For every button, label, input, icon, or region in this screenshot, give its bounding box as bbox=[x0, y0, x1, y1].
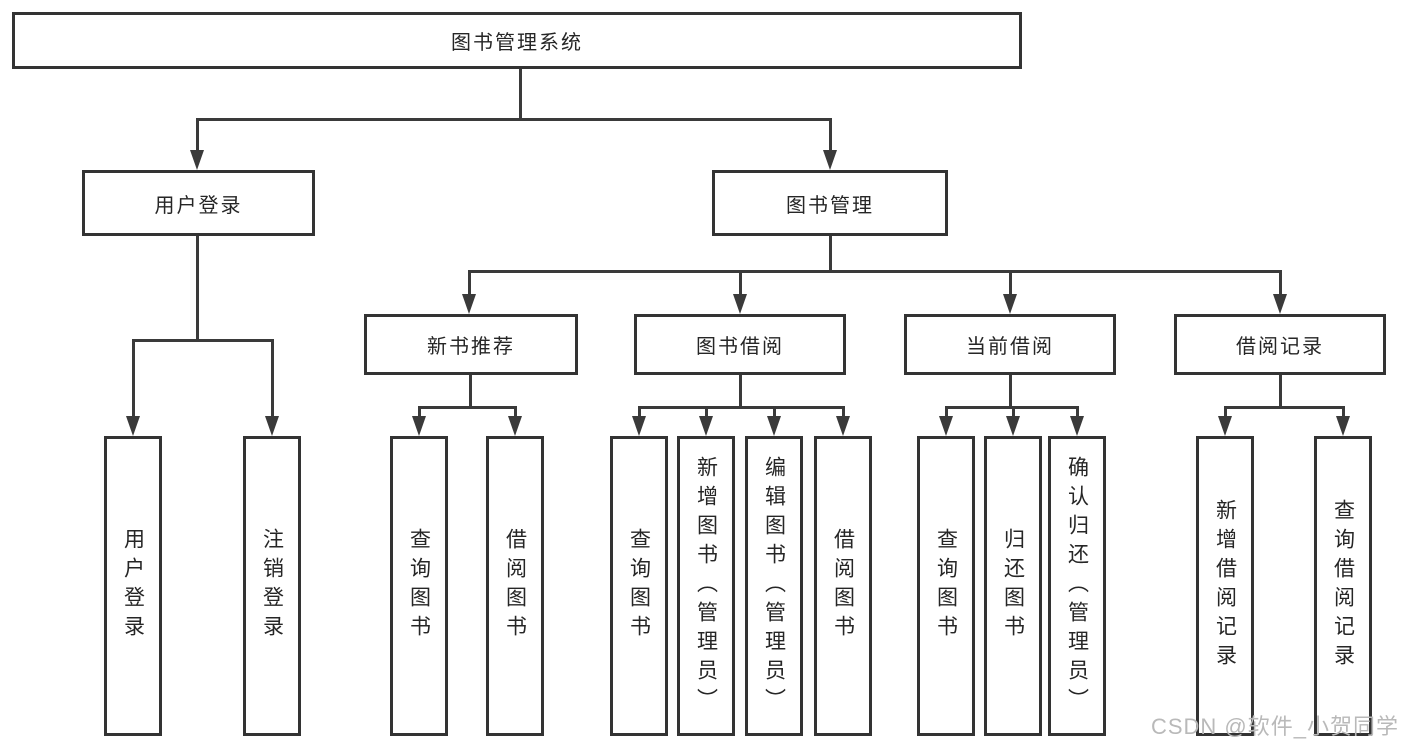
arrowhead-down-icon bbox=[412, 416, 426, 436]
connector-vline bbox=[638, 406, 641, 420]
leaf-label: 借阅图书 bbox=[503, 528, 527, 644]
connector-hline bbox=[638, 406, 844, 409]
connector-vline bbox=[196, 118, 199, 154]
connector-vline bbox=[519, 69, 522, 119]
leaf-logout: 注销登录 bbox=[243, 436, 301, 736]
leaf-label: 用户登录 bbox=[121, 528, 145, 644]
leaf-label: 注销登录 bbox=[260, 528, 284, 644]
connector-vline bbox=[1342, 406, 1345, 420]
node-root-label: 图书管理系统 bbox=[451, 32, 583, 54]
node-root: 图书管理系统 bbox=[12, 12, 1022, 69]
connector-vline bbox=[739, 270, 742, 298]
connector-vline bbox=[1009, 375, 1012, 408]
node-label: 借阅记录 bbox=[1236, 336, 1324, 358]
connector-vline bbox=[829, 236, 832, 273]
connector-hline bbox=[132, 339, 274, 342]
node-current-borrow: 当前借阅 bbox=[904, 314, 1116, 375]
csdn-watermark: CSDN @软件_小贺同学 bbox=[1150, 714, 1399, 739]
leaf-query-books-recommend: 查询图书 bbox=[390, 436, 448, 736]
node-new-book-recommend: 新书推荐 bbox=[364, 314, 578, 375]
connector-hline bbox=[468, 270, 1282, 273]
leaf-add-books-admin: 新增图书（管理员） bbox=[677, 436, 735, 736]
connector-vline bbox=[418, 406, 421, 420]
leaf-label: 新增图书（管理员） bbox=[694, 455, 718, 717]
connector-hline bbox=[196, 118, 832, 121]
connector-hline bbox=[1224, 406, 1344, 409]
leaf-edit-books-admin: 编辑图书（管理员） bbox=[745, 436, 803, 736]
connector-vline bbox=[739, 375, 742, 408]
arrowhead-down-icon bbox=[632, 416, 646, 436]
node-label: 图书借阅 bbox=[696, 336, 784, 358]
node-book-borrow: 图书借阅 bbox=[634, 314, 846, 375]
connector-vline bbox=[705, 406, 708, 420]
leaf-label: 编辑图书（管理员） bbox=[762, 455, 786, 717]
leaf-label: 确认归还（管理员） bbox=[1065, 455, 1089, 717]
arrowhead-down-icon bbox=[1006, 416, 1020, 436]
arrowhead-down-icon bbox=[1070, 416, 1084, 436]
arrowhead-down-icon bbox=[836, 416, 850, 436]
arrowhead-down-icon bbox=[1218, 416, 1232, 436]
leaf-borrow-books-recommend: 借阅图书 bbox=[486, 436, 544, 736]
leaf-label: 查询图书 bbox=[934, 528, 958, 644]
node-user-login: 用户登录 bbox=[82, 170, 315, 236]
leaf-query-books-current: 查询图书 bbox=[917, 436, 975, 736]
node-label: 图书管理 bbox=[786, 194, 874, 217]
connector-vline bbox=[514, 406, 517, 420]
connector-vline bbox=[271, 339, 274, 420]
node-borrow-record: 借阅记录 bbox=[1174, 314, 1386, 375]
leaf-borrow-books: 借阅图书 bbox=[814, 436, 872, 736]
connector-vline bbox=[773, 406, 776, 420]
node-label: 当前借阅 bbox=[966, 336, 1054, 358]
leaf-confirm-return-admin: 确认归还（管理员） bbox=[1048, 436, 1106, 736]
arrowhead-down-icon bbox=[265, 416, 279, 436]
node-book-management: 图书管理 bbox=[712, 170, 948, 236]
connector-vline bbox=[1279, 375, 1282, 408]
leaf-label: 查询图书 bbox=[407, 528, 431, 644]
connector-vline bbox=[945, 406, 948, 420]
connector-vline bbox=[1012, 406, 1015, 420]
leaf-query-books-borrow: 查询图书 bbox=[610, 436, 668, 736]
connector-vline bbox=[196, 236, 199, 342]
connector-vline bbox=[1076, 406, 1079, 420]
connector-vline bbox=[842, 406, 845, 420]
leaf-label: 查询借阅记录 bbox=[1331, 499, 1355, 673]
connector-vline bbox=[1009, 270, 1012, 298]
arrowhead-down-icon bbox=[699, 416, 713, 436]
arrowhead-down-icon bbox=[823, 150, 837, 170]
connector-vline bbox=[829, 118, 832, 154]
arrowhead-down-icon bbox=[190, 150, 204, 170]
arrowhead-down-icon bbox=[1003, 294, 1017, 314]
leaf-label: 借阅图书 bbox=[831, 528, 855, 644]
arrowhead-down-icon bbox=[733, 294, 747, 314]
leaf-label: 查询图书 bbox=[627, 528, 651, 644]
arrowhead-down-icon bbox=[462, 294, 476, 314]
node-label: 用户登录 bbox=[154, 194, 243, 217]
arrowhead-down-icon bbox=[939, 416, 953, 436]
arrowhead-down-icon bbox=[767, 416, 781, 436]
connector-vline bbox=[1224, 406, 1227, 420]
leaf-user-login: 用户登录 bbox=[104, 436, 162, 736]
arrowhead-down-icon bbox=[1273, 294, 1287, 314]
leaf-label: 新增借阅记录 bbox=[1213, 499, 1237, 673]
connector-hline bbox=[418, 406, 517, 409]
leaf-label: 归还图书 bbox=[1001, 528, 1025, 644]
connector-vline bbox=[132, 339, 135, 420]
arrowhead-down-icon bbox=[508, 416, 522, 436]
node-label: 新书推荐 bbox=[427, 336, 515, 358]
connector-vline bbox=[1279, 270, 1282, 298]
arrowhead-down-icon bbox=[126, 416, 140, 436]
connector-vline bbox=[468, 270, 471, 298]
leaf-return-books: 归还图书 bbox=[984, 436, 1042, 736]
connector-vline bbox=[469, 375, 472, 408]
leaf-add-borrow-record: 新增借阅记录 bbox=[1196, 436, 1254, 736]
leaf-query-borrow-record: 查询借阅记录 bbox=[1314, 436, 1372, 736]
arrowhead-down-icon bbox=[1336, 416, 1350, 436]
connector-hline bbox=[945, 406, 1078, 409]
